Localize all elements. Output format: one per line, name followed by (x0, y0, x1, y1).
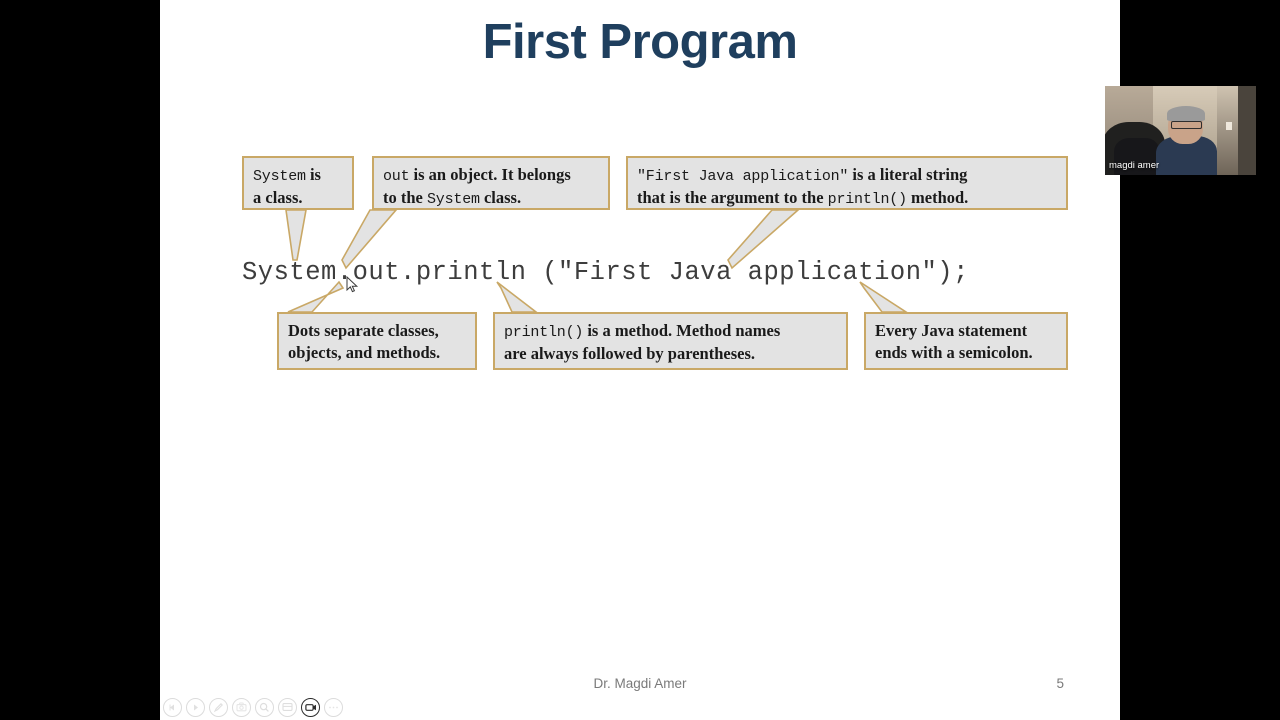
callout-out-object-mono: out (383, 168, 410, 185)
webcam-chair-back (1114, 137, 1160, 175)
callout-system-class: System is a class. (242, 156, 354, 210)
record-video-button[interactable] (301, 697, 320, 717)
screenshot-icon (236, 702, 247, 712)
notes-panel-icon (282, 702, 293, 712)
page-title: First Program (482, 15, 798, 69)
callout-literal-string: "First Java application" is a literal st… (626, 156, 1068, 210)
callout-dots-separate-line1: Dots separate classes, (288, 321, 439, 340)
callout-println-method-line1-post: is a method. Method names (583, 321, 781, 340)
annotate-button[interactable] (209, 697, 228, 717)
previous-slide-button[interactable] (163, 697, 182, 717)
java-code-line: System.out.println ("First Java applicat… (242, 258, 969, 287)
webcam-person-glasses (1171, 120, 1203, 129)
callout-semicolon-line1: Every Java statement (875, 321, 1028, 340)
callout-dots-separate-line2: objects, and methods. (288, 342, 441, 362)
callout-out-object-line1-post: is an object. It belongs (409, 165, 571, 184)
callout-dots-separate: Dots separate classes, objects, and meth… (277, 312, 477, 370)
callout-system-class-mono: System (253, 168, 306, 185)
callout-literal-string-line2-mono: println() (827, 190, 907, 208)
slide-number: 5 (1056, 676, 1064, 691)
callout-println-method: println() is a method. Method names are … (493, 312, 848, 370)
callout-out-object-line2-post: class. (479, 187, 522, 207)
callout-semicolon-line2: ends with a semicolon. (875, 342, 1033, 362)
callout-println-method-mono: println() (504, 324, 584, 341)
zoom-search-icon (259, 702, 270, 713)
webcam-bg-door (1237, 86, 1256, 175)
more-options-icon (328, 705, 339, 710)
callout-system-class-line2: a class. (253, 187, 303, 207)
presentation-slide: First Program System is a class. (160, 0, 1120, 720)
notes-panel-button[interactable] (278, 697, 297, 717)
callout-semicolon: Every Java statement ends with a semicol… (864, 312, 1068, 370)
callout-out-object-line2-mono: System (427, 190, 480, 208)
pen-annotate-icon (213, 702, 224, 713)
player-toolbar (163, 696, 343, 718)
annotated-code-figure: System is a class. out is an object. It … (160, 140, 1120, 410)
screenshot-button[interactable] (232, 697, 251, 717)
callout-out-object: out is an object. It belongs to the Syst… (372, 156, 610, 210)
webcam-person-hair (1166, 105, 1205, 121)
callout-literal-string-line1-post: is a literal string (848, 165, 968, 184)
more-options-button[interactable] (324, 697, 343, 717)
record-video-icon (304, 703, 317, 712)
callout-out-object-line2-pre: to the (383, 187, 427, 207)
callout-literal-string-line2-pre: that is the argument to the (637, 187, 828, 207)
webcam-participant-name: magdi amer (1109, 160, 1160, 171)
zoom-button[interactable] (255, 697, 274, 717)
next-slide-button[interactable] (186, 697, 205, 717)
callout-system-class-line1-post: is (305, 165, 321, 184)
webcam-overlay[interactable]: magdi amer (1105, 86, 1256, 175)
webcam-bg-switch (1225, 121, 1232, 130)
footer-author: Dr. Magdi Amer (593, 676, 687, 691)
previous-slide-icon (168, 703, 177, 712)
callout-println-method-line2: are always followed by parentheses. (504, 343, 756, 363)
callout-literal-string-mono: "First Java application" (637, 168, 849, 185)
next-slide-icon (191, 703, 200, 712)
callout-literal-string-line2-post: method. (906, 187, 969, 207)
